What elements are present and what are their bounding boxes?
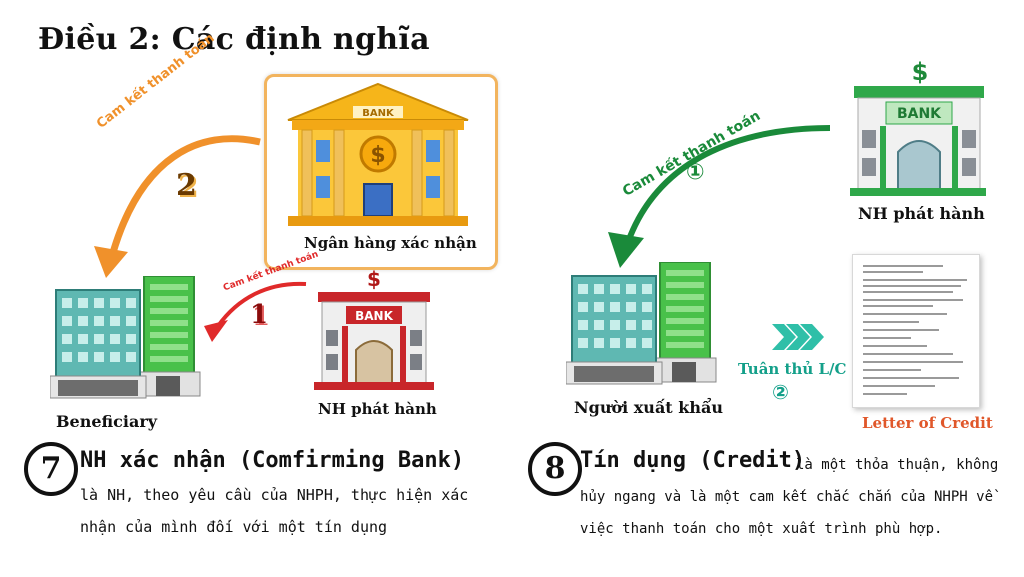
orange-arrow [94,135,261,278]
letter-of-credit-document [852,254,980,408]
definition-text-line2: nhận của mình đối với một tín dụng [80,518,388,536]
comply-label: Tuân thủ L/C [738,360,847,378]
definition-text-line1: là NH, theo yêu cầu của NHPH, thực hiện … [80,486,469,504]
bank-sign-text: BANK [897,106,942,122]
confirming-bank-label: Ngân hàng xác nhận [304,234,477,252]
definition-term-confirming-bank: NH xác nhận (Comfirming Bank) [80,448,465,473]
green-arrow-number: ① [686,160,705,185]
confirming-bank-icon: BANK $ [287,82,469,226]
issuing-bank-left-label: NH phát hành [318,400,437,418]
definition-credit-text-line0: là một thỏa thuận, không [796,457,999,473]
definition-credit-text-line1: hủy ngang và là một cam kết chắc chắn củ… [580,489,994,505]
dollar-sign-text: $ [367,268,381,291]
dollar-sign-text: $ [370,143,385,168]
orange-arrow-number: 2 [176,168,197,203]
definition-number-7: 7 [24,442,78,496]
issuing-bank-right-label: NH phát hành [858,204,985,223]
exporter-label: Người xuất khẩu [574,398,723,417]
beneficiary-label: Beneficiary [56,412,158,431]
dollar-sign-text: $ [912,58,929,86]
bank-sign-text: BANK [362,108,395,119]
page-title: Điều 2: Các định nghĩa [38,22,430,57]
definition-credit-text-line2: việc thanh toán cho một xuất trình phù h… [580,521,943,537]
definition-number-8: 8 [528,442,582,496]
exporter-buildings-icon [566,262,717,385]
bank-sign-text: BANK [355,309,393,323]
beneficiary-buildings-icon [50,276,201,399]
definition-term-credit: Tín dụng (Credit) [580,448,806,473]
issuing-bank-right-icon: $ BANK [850,58,986,196]
red-arrow-number: 1 [250,300,269,330]
issuing-bank-left-icon: $ BANK [314,268,434,390]
comply-number: ② [772,380,789,404]
red-arrow [204,281,307,342]
letter-of-credit-label: Letter of Credit [862,414,993,432]
green-arrow [608,125,831,268]
chevrons-right-icon [772,324,824,350]
